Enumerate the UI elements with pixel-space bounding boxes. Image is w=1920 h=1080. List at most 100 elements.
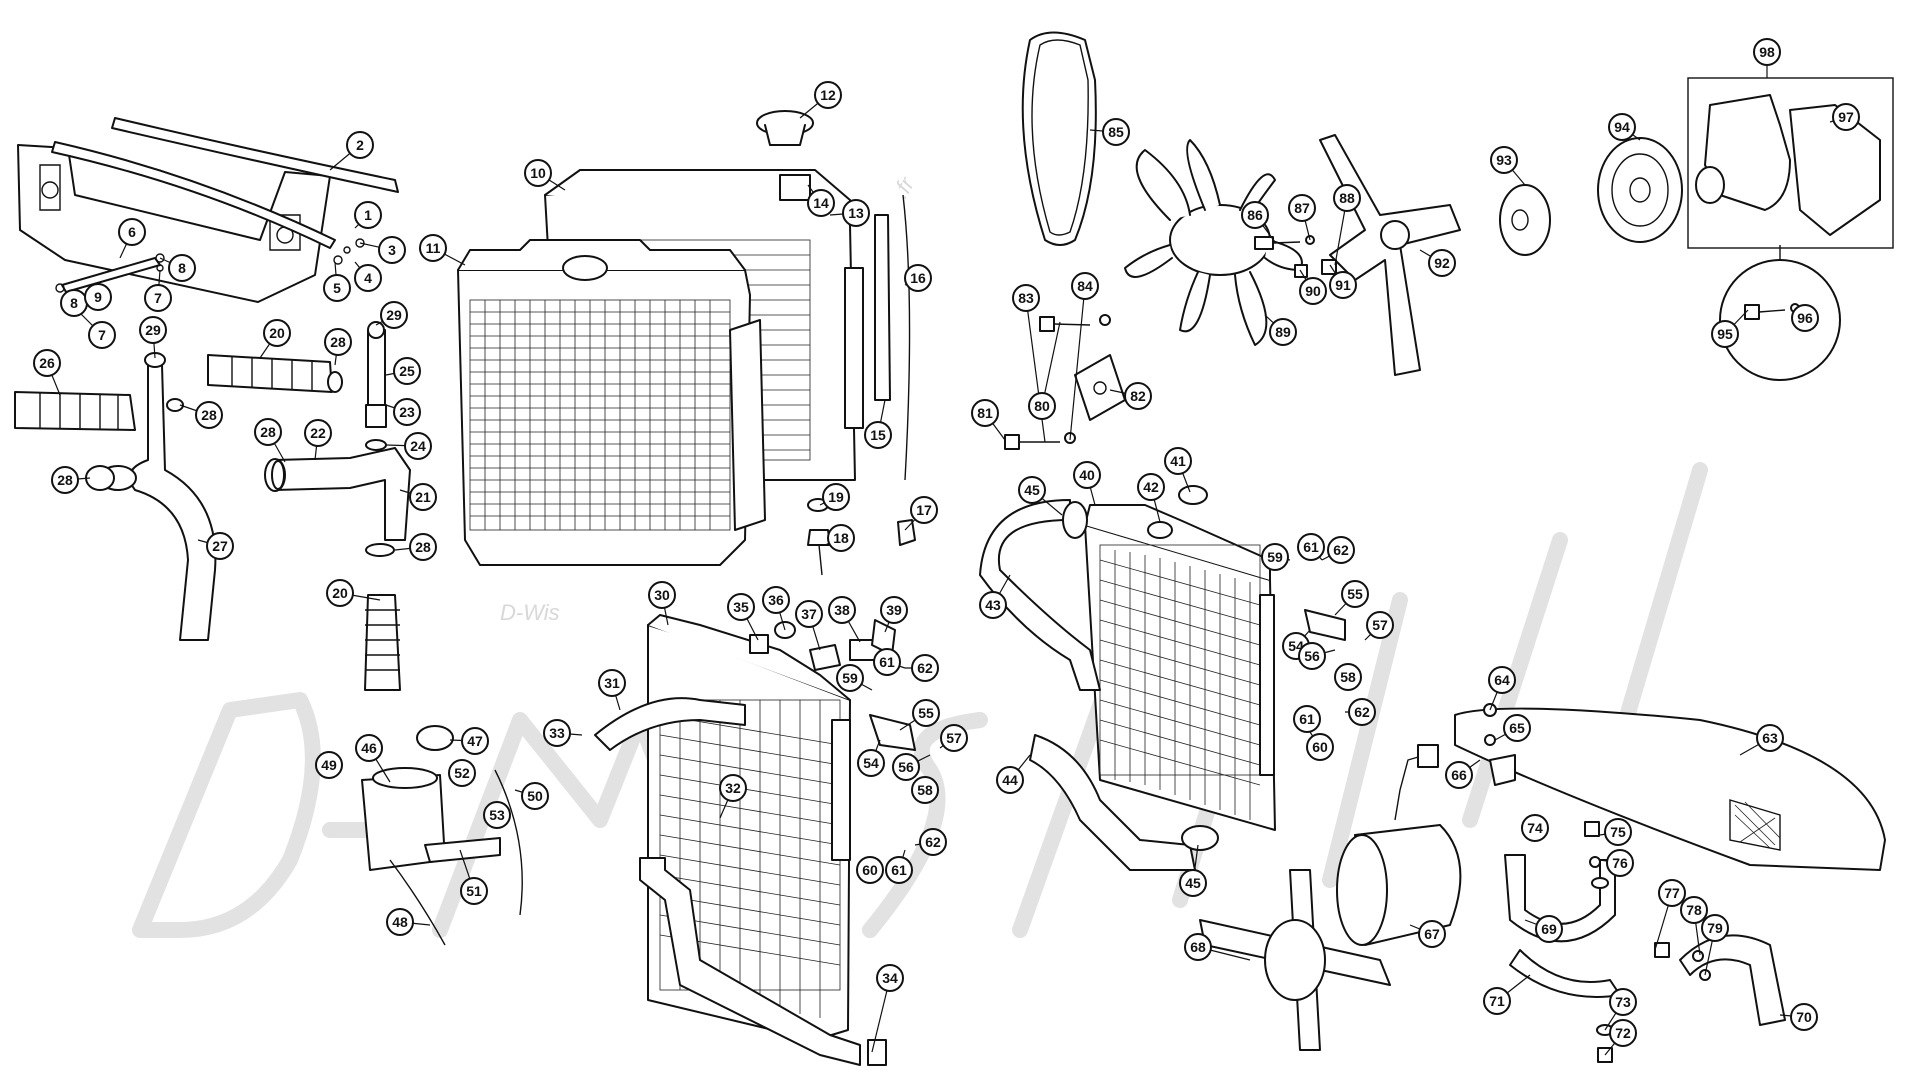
callout-circle: [822, 483, 850, 511]
callout-circle: [1261, 543, 1289, 571]
callout-number: 69: [1541, 921, 1557, 937]
callout-number: 62: [917, 660, 933, 676]
callout-63: 63: [1756, 724, 1784, 752]
callout-circle: [1071, 272, 1099, 300]
callout-70: 70: [1790, 1003, 1818, 1031]
callout-number: 61: [891, 862, 907, 878]
callout-27: 27: [206, 532, 234, 560]
callout-circle: [1241, 201, 1269, 229]
cap-41-42: [1147, 485, 1208, 539]
callout-number: 20: [332, 585, 348, 601]
callout-62: 62: [1348, 698, 1376, 726]
callout-circle: [1137, 473, 1165, 501]
callout-67: 67: [1418, 920, 1446, 948]
callout-circle: [1293, 705, 1321, 733]
callout-62: 62: [911, 654, 939, 682]
callout-circle: [1521, 814, 1549, 842]
callout-number: 78: [1686, 902, 1702, 918]
callout-18: 18: [827, 524, 855, 552]
callout-circle: [1490, 146, 1518, 174]
callout-circle: [88, 321, 116, 349]
callout-61: 61: [1293, 705, 1321, 733]
callout-number: 28: [330, 334, 346, 350]
callout-circle: [1184, 933, 1212, 961]
callout-circle: [885, 856, 913, 884]
callout-number: 49: [321, 757, 337, 773]
callout-circle: [304, 419, 332, 447]
callout-circle: [719, 774, 747, 802]
callout-number: 61: [1303, 539, 1319, 555]
callout-53: 53: [483, 801, 511, 829]
callout-circle: [393, 398, 421, 426]
hoses-31-32: [594, 697, 887, 1066]
callout-number: 41: [1170, 453, 1186, 469]
callout-circle: [795, 600, 823, 628]
callout-79: 79: [1701, 914, 1729, 942]
callout-circle: [842, 199, 870, 227]
callout-circle: [727, 593, 755, 621]
callout-circle: [904, 264, 932, 292]
callout-98: 98: [1753, 38, 1781, 66]
callout-97: 97: [1832, 103, 1860, 131]
callout-circle: [1329, 271, 1357, 299]
callout-number: 28: [415, 539, 431, 555]
callout-number: 35: [733, 599, 749, 615]
callout-circle: [448, 759, 476, 787]
callout-circle: [521, 782, 549, 810]
callout-59: 59: [836, 664, 864, 692]
callout-88: 88: [1333, 184, 1361, 212]
callout-number: 60: [1312, 739, 1328, 755]
callout-circle: [378, 236, 406, 264]
callout-72: 72: [1609, 1019, 1637, 1047]
callout-circle: [1488, 666, 1516, 694]
hoses-43-44: [979, 499, 1219, 871]
callout-number: 77: [1664, 885, 1680, 901]
callout-circle: [911, 776, 939, 804]
callout-number: 65: [1509, 720, 1525, 736]
callout-91: 91: [1329, 271, 1357, 299]
callout-26: 26: [33, 349, 61, 377]
callout-number: 56: [1304, 648, 1320, 664]
callout-28: 28: [324, 328, 352, 356]
callout-94: 94: [1608, 113, 1636, 141]
callout-circle: [1018, 476, 1046, 504]
callout-circle: [912, 699, 940, 727]
callout-4: 4: [354, 264, 382, 292]
callout-circle: [648, 581, 676, 609]
callout-number: 8: [70, 295, 78, 311]
callout-number: 3: [388, 242, 396, 258]
callout-75: 75: [1604, 818, 1632, 846]
callout-number: 60: [862, 862, 878, 878]
callout-number: 54: [863, 755, 879, 771]
callout-96: 96: [1791, 304, 1819, 332]
callout-number: 80: [1034, 398, 1050, 414]
callout-number: 7: [154, 290, 162, 306]
callout-number: 34: [882, 970, 898, 986]
callout-circle: [380, 301, 408, 329]
callout-circle: [461, 727, 489, 755]
callout-number: 29: [386, 307, 402, 323]
callout-circle: [836, 664, 864, 692]
callout-circle: [326, 579, 354, 607]
radiator-30: [647, 614, 851, 1041]
callout-number: 85: [1108, 124, 1124, 140]
callout-circle: [1483, 987, 1511, 1015]
callout-circle: [324, 328, 352, 356]
small-parts-35-39: [749, 619, 896, 671]
callout-circle: [409, 483, 437, 511]
hose-bellows-20b: [364, 594, 401, 691]
callout-number: 14: [813, 195, 829, 211]
callout-circle: [919, 828, 947, 856]
callout-68: 68: [1184, 933, 1212, 961]
callout-19: 19: [822, 483, 850, 511]
callout-circle: [315, 751, 343, 779]
callout-number: 39: [886, 602, 902, 618]
callout-number: 8: [178, 260, 186, 276]
callout-circle: [1680, 896, 1708, 924]
callout-55: 55: [1341, 580, 1369, 608]
callout-circle: [1658, 879, 1686, 907]
callout-number: 29: [145, 322, 161, 338]
callout-circle: [404, 432, 432, 460]
callout-number: 30: [654, 587, 670, 603]
